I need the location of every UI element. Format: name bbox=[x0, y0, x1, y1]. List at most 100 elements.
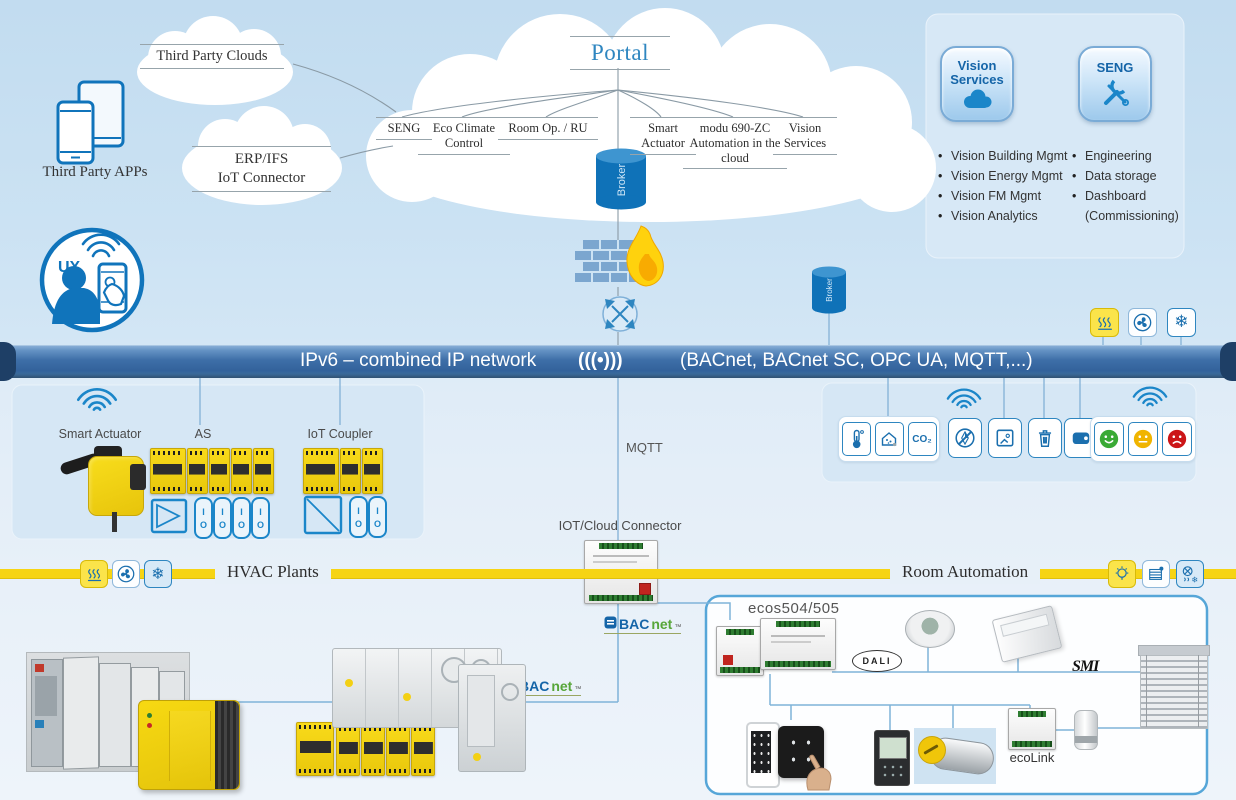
smiley-neutral-icon bbox=[1128, 422, 1158, 456]
smi-logo: SMI bbox=[1072, 658, 1099, 675]
portal-label: Portal bbox=[570, 36, 670, 70]
plant-controller-module bbox=[336, 724, 360, 776]
plant-controller-module bbox=[361, 724, 385, 776]
third-party-apps-label: Third Party APPs bbox=[42, 164, 148, 180]
comfort-feedback-group bbox=[1090, 416, 1196, 462]
network-bar-left-cap bbox=[0, 342, 16, 381]
vision-services-app-label: Vision Services bbox=[950, 58, 1004, 87]
ahu-small-image bbox=[458, 664, 526, 772]
seng-list: Engineering Data storage Dashboard (Comm… bbox=[1072, 146, 1192, 226]
ux-icon: UX bbox=[39, 227, 145, 333]
vision-list-item: Vision Energy Mgmt bbox=[938, 166, 1072, 186]
seng-list-item: Engineering bbox=[1072, 146, 1192, 166]
cooling-icon-plant: ❄ bbox=[144, 560, 172, 588]
vav-actuator-image bbox=[914, 728, 996, 784]
iot-coupler-label: IoT Coupler bbox=[307, 427, 373, 441]
vision-services-app-icon: Vision Services bbox=[940, 46, 1014, 122]
room-humidity-icon bbox=[874, 422, 904, 456]
room-automation-label: Room Automation bbox=[890, 560, 1041, 584]
smartphone-image bbox=[746, 722, 780, 788]
cloud-connector-lines bbox=[292, 63, 804, 345]
cloud-shapes bbox=[137, 8, 936, 222]
trash-icon bbox=[1028, 418, 1062, 458]
mqtt-label: MQTT bbox=[626, 440, 663, 455]
portal-child-modu690: modu 690-ZC Automation in the cloud bbox=[683, 117, 787, 170]
plant-controller-module bbox=[296, 722, 334, 776]
vision-services-list: Vision Building Mgmt Vision Energy Mgmt … bbox=[938, 146, 1072, 226]
network-bar-label: IPv6 – combined IP network bbox=[300, 350, 537, 371]
third-party-clouds-label: Third Party Clouds bbox=[140, 44, 284, 69]
portal-child-seng: SENG bbox=[376, 117, 432, 140]
antenna-symbol: (((•))) bbox=[578, 350, 623, 371]
seng-list-item: Dashboard bbox=[1072, 186, 1192, 206]
portal-child-vision-services: Vision Services bbox=[773, 117, 837, 155]
plant-bus-bar bbox=[0, 569, 1236, 579]
plant-controller-module bbox=[411, 724, 435, 776]
bacnet-glyph-icon bbox=[604, 616, 617, 629]
valve-actuator-image bbox=[1074, 710, 1098, 750]
thermometer-icon bbox=[841, 422, 871, 456]
hvac-combo-icon: ❄ bbox=[1176, 560, 1204, 588]
iot-coupler-module bbox=[340, 448, 361, 494]
cooling-icon: ❄ bbox=[1167, 308, 1196, 337]
as-module bbox=[187, 448, 208, 494]
dali-logo: DALI bbox=[852, 650, 902, 672]
ecolink-module-device bbox=[1008, 708, 1056, 750]
co2-icon: CO₂ bbox=[907, 422, 937, 456]
ventilation-icon-plant bbox=[112, 560, 140, 588]
seng-list-item: (Commissioning) bbox=[1085, 209, 1179, 223]
lighting-icon bbox=[1108, 560, 1136, 588]
window-contact-icon bbox=[988, 418, 1022, 458]
vision-list-item: Vision FM Mgmt bbox=[938, 186, 1072, 206]
broker-cloud-label: Broker bbox=[616, 163, 628, 196]
iot-coupler-module bbox=[303, 448, 339, 494]
smart-actuator-label: Smart Actuator bbox=[58, 427, 142, 441]
portal-child-smart-actuator: Smart Actuator bbox=[630, 117, 696, 155]
erp-ifs-line2: IoT Connector bbox=[217, 169, 306, 186]
broker-edge-label: Broker bbox=[825, 278, 834, 302]
plant-controller-module bbox=[386, 724, 410, 776]
smart-actuator-device bbox=[59, 444, 152, 534]
as-module bbox=[253, 448, 274, 494]
ecos-module-small bbox=[716, 626, 764, 676]
iot-coupler-module bbox=[362, 448, 383, 494]
network-bar-protocols: (BACnet, BACnet SC, OPC UA, MQTT,...) bbox=[680, 350, 1033, 371]
heating-icon-plant bbox=[80, 560, 108, 588]
blinds-image bbox=[1138, 645, 1210, 729]
as-symbol-icon bbox=[150, 498, 188, 534]
presence-detector-image bbox=[905, 610, 955, 648]
smiley-sad-icon bbox=[1162, 422, 1192, 456]
ecolink-label: ecoLink bbox=[1009, 750, 1055, 765]
as-module bbox=[209, 448, 230, 494]
router-icon bbox=[602, 296, 638, 332]
modulo-controller-device bbox=[138, 700, 240, 790]
as-label: AS bbox=[194, 427, 212, 441]
network-drop-lines bbox=[199, 312, 1182, 540]
ip-network-bar bbox=[0, 345, 1236, 378]
portal-child-room-op: Room Op. / RU bbox=[498, 117, 598, 140]
ecos-label: ecos504/505 bbox=[748, 600, 840, 617]
vision-list-item: Vision Analytics bbox=[938, 206, 1072, 226]
room-operating-unit-image bbox=[874, 730, 910, 786]
broker-cylinder-cloud: Broker bbox=[596, 148, 646, 210]
hvac-plants-label: HVAC Plants bbox=[215, 560, 331, 584]
tools-icon bbox=[1104, 79, 1129, 106]
flame-icon bbox=[626, 225, 664, 287]
coupler-symbol-icon bbox=[303, 495, 343, 535]
cloud-icon bbox=[964, 89, 992, 108]
network-bar-right-cap bbox=[1220, 342, 1236, 381]
seng-app-icon: SENG bbox=[1078, 46, 1152, 122]
as-module bbox=[231, 448, 252, 494]
svg-text:❄: ❄ bbox=[1191, 575, 1198, 583]
erp-ifs-line1: ERP/IFS bbox=[234, 151, 289, 167]
touch-room-panel-image bbox=[778, 726, 824, 778]
iot-cloud-connector-label: IOT/Cloud Connector bbox=[558, 518, 682, 533]
climate-sensor-group: CO₂ bbox=[838, 416, 940, 462]
ecos-module-large bbox=[760, 618, 836, 670]
